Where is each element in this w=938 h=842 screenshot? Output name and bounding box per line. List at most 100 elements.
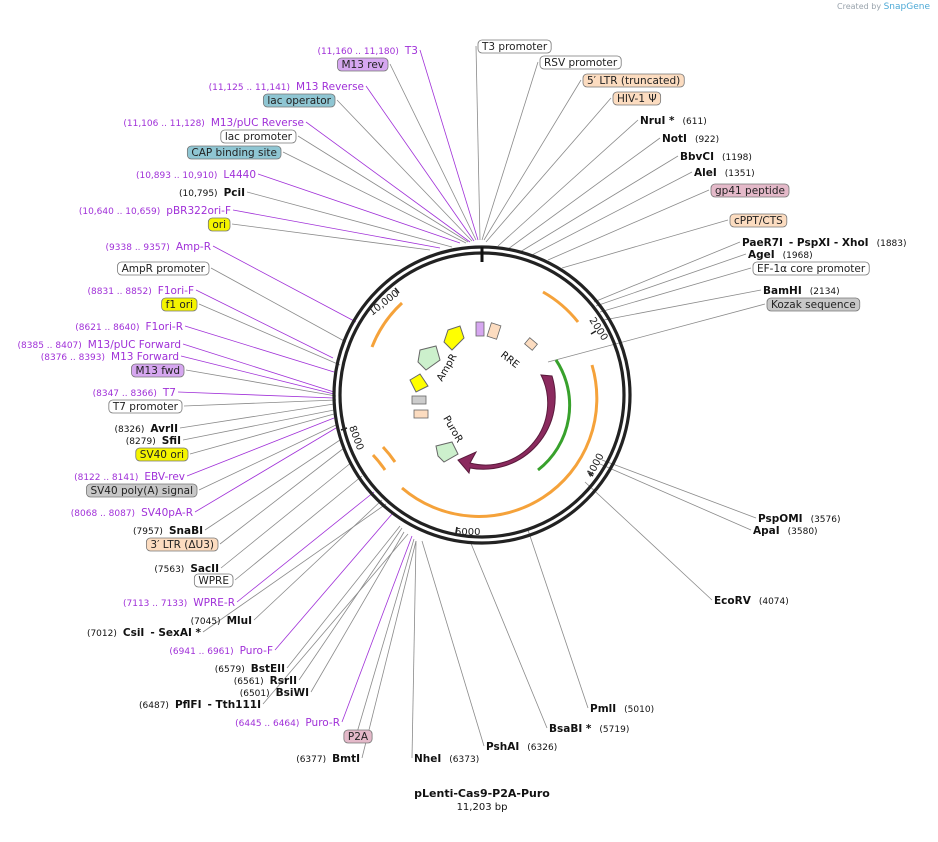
name-l4440: L4440 [223,169,256,181]
coord-sv40pa-r: (8068 .. 8087) [71,509,135,519]
leader-line-nrui [497,119,639,247]
leader-line-nhei [411,540,417,759]
leader-line-m13-puc-forward [182,343,335,393]
coord-bsiwi: (6501) [240,689,270,699]
coord-f1ori-r: (8621 .. 8640) [75,323,139,333]
coord-puro-f: (6941 .. 6961) [169,647,233,657]
label-avrii: (8326) AvrII [114,423,178,435]
feature-name-cap-site: CAP binding site [191,147,277,159]
feature-box-p2a [343,729,373,744]
leader-line-pcii [246,191,453,248]
inner-labels: AmpR RRE PuroR Cas9 [435,350,540,452]
rsv-feature [486,322,502,340]
name-sacii: SacII [190,563,219,575]
leader-line-sfii [182,409,335,441]
name-avrii: AvrII [150,423,178,435]
label-paer7i: PaeR7I- PspXI - XhoI(1883) [742,237,907,249]
leader-line-bsteii [286,525,401,669]
backbone-inner-ring [338,251,626,539]
label-bbvci: BbvCI(1198) [680,151,752,163]
label-bmti: (6377)BmtI [296,753,360,765]
feature-name-kozak: Kozak sequence [771,299,856,311]
name-alei: AleI [694,167,717,179]
leader-line-bsiwi [310,531,405,693]
ruler-ticks [340,287,597,534]
name-m13-puc-reverse: M13/pUC Reverse [211,117,304,129]
label-rsrii: (6561)RsrII [234,675,297,687]
label-t3-promoter: T3 promoter [477,39,552,54]
leader-line-amp-r-primer [212,245,357,323]
backbone-outer-ring [332,245,632,545]
name-snabi: SnaBI [169,525,203,537]
ampr-feature [443,325,465,351]
m13-rev-feature [475,321,485,337]
name-agei: AgeI [748,249,775,261]
coord-sacii: (7563) [154,565,184,575]
feature-box-ori [207,217,231,232]
name-pmli: PmlI [590,703,616,715]
puror-feature [435,441,459,463]
label-m13-puc-reverse: (11,106 .. 11,128)M13/pUC Reverse [123,117,304,129]
feature-box-cppt [729,213,788,228]
label-f1-ori: f1 ori [161,297,198,312]
name-m13-reverse: M13 Reverse [296,81,364,93]
coord-amp-r-primer: (9338 .. 9357) [106,243,170,253]
name-sfii: SfiI [162,435,181,447]
coord-bbvci: (1198) [722,153,752,163]
coord-avrii: (8326) [114,425,144,435]
leader-line-pspomi [601,459,757,519]
leader-lines [177,45,766,759]
coord-m13-puc-forward: (8385 .. 8407) [18,341,82,351]
feature-name-cppt: cPPT/CTS [734,215,783,227]
leader-line-apai [599,463,752,531]
feature-name-ltr3: 3′ LTR (ΔU3) [150,539,214,551]
label-lac-operator: lac operator [262,93,336,108]
feature-name-t7-promoter: T7 promoter [112,401,179,413]
feature-name-wpre: WPRE [198,575,229,587]
name-ebv-rev: EBV-rev [144,471,185,483]
feature-name-ltr5: 5′ LTR (truncated) [587,75,680,87]
name-noti: NotI [662,133,687,145]
name-bsteii: BstEII [251,663,285,675]
ltr3-arc [371,453,387,471]
leader-line-noti [507,137,661,250]
name-bsiwi: BsiWI [276,687,309,699]
coord-pcii: (10,795) [179,189,218,199]
efla-arc [537,359,572,472]
extra-paer7i: - PspXI - XhoI [789,237,869,249]
name-rsrii: RsrII [270,675,297,687]
label-rsv-promoter: RSV promoter [539,55,622,70]
feature-name-ampr-promoter: AmpR promoter [122,263,206,275]
name-bsabi: BsaBI * [549,723,592,735]
leader-line-sacii [220,461,353,569]
feature-box-sv40-ori [135,447,189,462]
label-csii: (7012)CsiI- SexAI * [87,627,202,639]
leader-line-paer7i [593,241,741,303]
leader-line-avrii [179,403,335,429]
label-pflfi: (6487)PflFI- Tth111I [139,699,261,711]
leader-line-sv40-polya [198,423,339,491]
feature-box-kozak [766,297,861,312]
coord-pflfi: (6487) [139,701,169,711]
coord-csii: (7012) [87,629,117,639]
ruler-label-6000: 6000 [455,527,480,538]
ltr3-feature [413,409,429,419]
label-ecorv: EcoRV(4074) [714,595,789,607]
leader-line-l4440 [257,173,461,244]
name-csii: CsiI [123,627,144,639]
name-mlui: MluI [227,615,252,627]
leader-line-lac-promoter [297,135,469,243]
feature-box-rsv-promoter [539,55,622,70]
name-bamhi: BamHI [763,285,802,297]
name-pspomi: PspOMI [758,513,803,525]
leader-line-mlui [253,499,383,621]
coord-puro-r: (6445 .. 6464) [235,719,299,729]
leader-line-t7-primer [177,391,335,399]
leader-line-bmti [361,540,417,759]
leader-line-t3-promoter [475,45,481,241]
label-hiv1-psi: HIV-1 Ψ [612,91,662,106]
leader-line-ebv-rev [186,417,335,477]
label-f1ori-f: (8831 .. 8852)F1ori-F [88,285,195,297]
coord-pshai: (6326) [527,743,557,753]
leader-line-puro-f [274,513,393,651]
